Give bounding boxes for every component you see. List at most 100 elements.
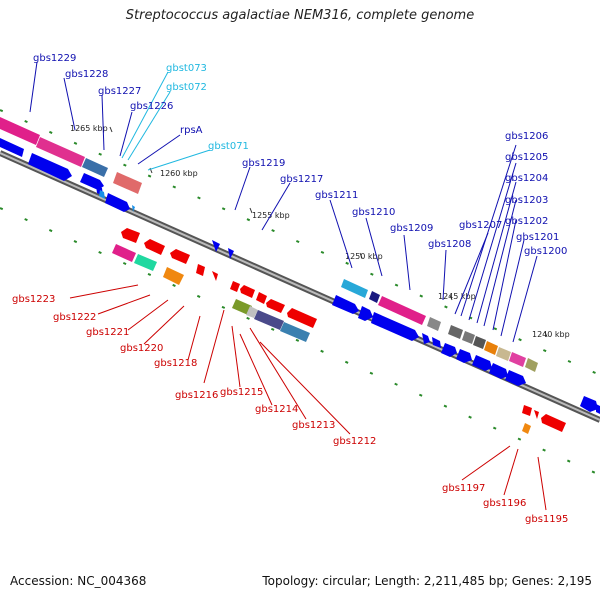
gene-label: gbs1205: [505, 152, 548, 163]
gene-gbs1209: [378, 296, 426, 325]
gene-gbs1216: [232, 299, 252, 315]
gene-gbs1213: [280, 322, 310, 342]
gene-forward: [212, 240, 220, 252]
scale-label: 1240 kbp: [532, 330, 570, 339]
gene-label: gbs1200: [524, 246, 567, 257]
bottom-leader-lines: [69, 284, 547, 511]
scale-tick: [449, 294, 453, 301]
top-leader-lines-cyan: [121, 71, 211, 171]
gene-label: gbst073: [166, 63, 207, 74]
gene-forward: [441, 343, 457, 357]
bottom-gene-labels: gbs1223 gbs1222 gbs1221 gbs1220 gbs1218 …: [12, 294, 568, 525]
scale-tick: [109, 126, 113, 133]
gene-forward: [105, 193, 130, 212]
gene-label: gbs1220: [120, 343, 163, 354]
gene-gbs1208: [427, 317, 441, 331]
scale-tick: [249, 207, 253, 214]
gene-label: gbs1209: [390, 223, 433, 234]
gene-label: gbs1226: [130, 101, 173, 112]
gene-label: gbs1202: [505, 216, 548, 227]
gene-reverse: [534, 410, 539, 419]
gene-gbs1221: [163, 267, 184, 285]
gene-label: gbs1207: [459, 220, 502, 231]
gene-forward: [596, 404, 600, 414]
map-title: Streptococcus agalactiae NEM316, complet…: [125, 8, 475, 23]
gene-reverse: [240, 285, 255, 298]
gene-label: gbs1208: [428, 239, 471, 250]
gene-forward: [332, 295, 359, 314]
gene-forward: [228, 248, 234, 259]
gene-gbs1205: [473, 336, 486, 349]
outer-dotted-ring: [0, 109, 600, 376]
gene-label: gbs1203: [505, 195, 548, 206]
gene-label: gbs1227: [98, 86, 141, 97]
gene-reverse: [522, 405, 532, 416]
gene-label: gbs1211: [315, 190, 358, 201]
gene-reverse: [266, 299, 285, 313]
forward-strand-genes: [0, 138, 600, 414]
gene-gbs1207: [448, 325, 463, 339]
gene-label: gbs1195: [525, 514, 568, 525]
gene-gbs1229: [0, 117, 40, 145]
gene-label: gbs1215: [220, 387, 263, 398]
gene-gbs1228: [36, 137, 85, 167]
gene-gbs1202: [509, 352, 526, 367]
scale-label: 1250 kbp: [345, 252, 383, 261]
scale-label: 1260 kbp: [160, 169, 198, 178]
gene-gbs1201: [525, 358, 538, 372]
inner-dotted-ring: [0, 207, 600, 476]
gene-rpsA: [113, 172, 142, 194]
top-gene-labels: gbs1229 gbs1228 gbs1227 gbs1226 gbst073 …: [33, 53, 567, 257]
gene-reverse: [196, 264, 205, 276]
gene-label: gbs1206: [505, 131, 548, 142]
gene-gbs1227: [82, 158, 108, 177]
gene-forward: [0, 138, 24, 157]
gene-label: gbs1212: [333, 436, 376, 447]
gene-gbs1206: [462, 331, 475, 344]
gene-forward: [422, 333, 430, 344]
gene-label: gbs1218: [154, 358, 197, 369]
scale-tick: [544, 331, 548, 338]
genome-summary-text: Topology: circular; Length: 2,211,485 bp…: [262, 574, 592, 588]
accession-text: Accession: NC_004368: [10, 574, 147, 588]
gene-gbs1203: [496, 347, 511, 361]
gene-forward: [505, 370, 526, 386]
gene-forward: [80, 173, 104, 190]
forward-strand-light: [99, 190, 135, 212]
gene-label: gbs1214: [255, 404, 298, 415]
gene-forward: [28, 153, 72, 181]
gene-reverse: [121, 228, 140, 243]
gene-label: gbs1210: [352, 207, 395, 218]
gene-forward: [580, 396, 598, 412]
gene-label: gbs1197: [442, 483, 485, 494]
gene-reverse: [144, 239, 165, 255]
gene-label: gbs1201: [516, 232, 559, 243]
gene-gbs1222: [134, 254, 157, 271]
gene-reverse: [256, 292, 267, 304]
scale-label: 1245 kbp: [438, 292, 476, 301]
gene-label: gbs1229: [33, 53, 76, 64]
top-leader-lines: [29, 61, 538, 343]
gene-gbs1210: [369, 291, 380, 303]
gene-forward: [432, 337, 441, 348]
gene-gbs1214: [254, 310, 284, 330]
gene-reverse: [212, 271, 218, 281]
gene-gbs1215: [246, 306, 258, 318]
gene-label: gbs1213: [292, 420, 335, 431]
gene-label: rpsA: [180, 125, 203, 136]
gene-gbs1204: [484, 341, 498, 355]
gene-reverse: [230, 281, 240, 292]
gene-gbs1223: [112, 244, 136, 262]
gene-label: gbs1204: [505, 173, 548, 184]
gene-forward: [456, 349, 472, 363]
gene-gbs1196: [522, 423, 531, 434]
gene-forward: [371, 312, 419, 341]
lower-feature-track: [112, 244, 531, 434]
gene-label: gbst072: [166, 82, 207, 93]
scale-tick: [359, 252, 363, 259]
upper-feature-track: [0, 117, 538, 372]
gene-label: gbs1196: [483, 498, 526, 509]
gene-label: gbs1228: [65, 69, 108, 80]
scale-labels: 1265 kbp 1260 kbp 1255 kbp 1250 kbp 1245…: [70, 124, 570, 339]
